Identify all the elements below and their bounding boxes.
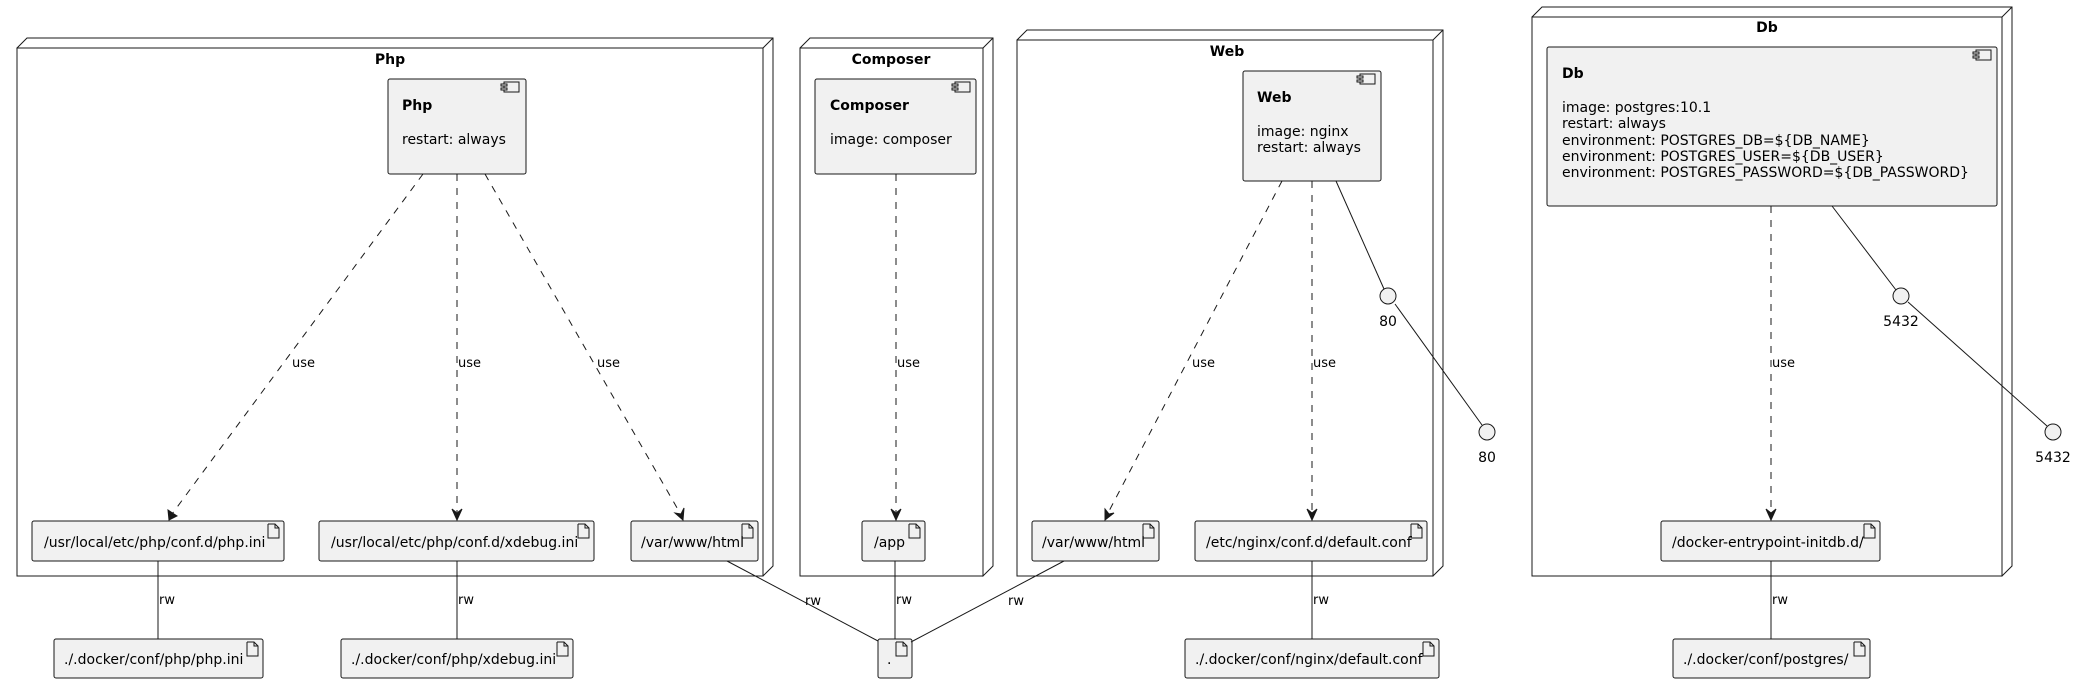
component-db-line-2: restart: always xyxy=(1562,116,1666,132)
component-composer: Composer image: composer xyxy=(814,78,977,175)
component-db-name: Db xyxy=(1562,66,1584,82)
edge-php-to-xdebug-ini: use xyxy=(451,174,481,522)
port-db-inner: 5432 xyxy=(1831,205,1919,330)
node-composer-title: Composer xyxy=(852,52,931,68)
edge-label-rw: rw xyxy=(1313,593,1329,608)
host-postgres-label: ./.docker/conf/postgres/ xyxy=(1683,652,1849,668)
edge-db-to-initdb: use xyxy=(1765,206,1795,522)
component-db: Db image: postgres:10.1 restart: always … xyxy=(1546,46,1998,207)
host-xdebug-ini: ./.docker/conf/php/xdebug.ini xyxy=(340,638,574,679)
host-php-ini: ./.docker/conf/php/php.ini xyxy=(53,638,264,679)
host-php-ini-label: ./.docker/conf/php/php.ini xyxy=(64,652,243,668)
component-web-line-2: restart: always xyxy=(1257,140,1361,156)
port-db-outer-label: 5432 xyxy=(2035,450,2071,466)
component-db-line-3: environment: POSTGRES_DB=${DB_NAME} xyxy=(1562,133,1870,149)
edge-web-html-rw: rw xyxy=(910,560,1065,643)
port-web-inner-label: 80 xyxy=(1379,314,1397,330)
node-web-title: Web xyxy=(1210,44,1244,60)
edge-label-rw: rw xyxy=(458,593,474,608)
edge-xdebug-ini-rw: rw xyxy=(456,561,474,639)
volume-app: /app xyxy=(861,520,926,562)
volume-php-ini-label: /usr/local/etc/php/conf.d/php.ini xyxy=(44,535,265,551)
edge-php-html-rw: rw xyxy=(726,560,879,642)
volume-initdb: /docker-entrypoint-initdb.d/ xyxy=(1660,520,1881,562)
port-web-outer: 80 xyxy=(1394,303,1496,466)
volume-nginx-conf-label: /etc/nginx/conf.d/default.conf xyxy=(1206,535,1413,551)
component-db-line-5: environment: POSTGRES_PASSWORD=${DB_PASS… xyxy=(1562,165,1969,181)
volume-initdb-label: /docker-entrypoint-initdb.d/ xyxy=(1672,535,1864,551)
volume-web-html-label: /var/www/html xyxy=(1042,535,1145,551)
edge-label-rw: rw xyxy=(1772,593,1788,608)
component-php: Php restart: always xyxy=(387,78,527,175)
edge-label-use: use xyxy=(897,356,920,371)
edge-label-use: use xyxy=(1192,356,1215,371)
edge-label-use: use xyxy=(597,356,620,371)
host-postgres: ./.docker/conf/postgres/ xyxy=(1672,638,1871,679)
host-root-label: . xyxy=(887,652,891,668)
volume-nginx-conf: /etc/nginx/conf.d/default.conf xyxy=(1194,520,1428,562)
port-web-outer-label: 80 xyxy=(1478,450,1496,466)
node-db-title: Db xyxy=(1756,20,1778,36)
host-nginx-conf: ./.docker/conf/nginx/default.conf xyxy=(1184,638,1440,679)
volume-php-ini: /usr/local/etc/php/conf.d/php.ini xyxy=(31,520,285,562)
volume-app-label: /app xyxy=(874,535,905,551)
edge-web-to-nginx-conf: use xyxy=(1306,181,1336,522)
port-db-inner-label: 5432 xyxy=(1883,314,1919,330)
port-web-inner: 80 xyxy=(1335,180,1397,330)
volume-php-html-label: /var/www/html xyxy=(641,535,744,551)
edge-label-rw: rw xyxy=(1008,594,1024,609)
component-web: Web image: nginx restart: always xyxy=(1242,70,1382,182)
edge-label-rw: rw xyxy=(896,593,912,608)
edge-web-to-var-www-html: use xyxy=(1104,180,1283,522)
component-composer-name: Composer xyxy=(830,98,909,114)
component-db-line-1: image: postgres:10.1 xyxy=(1562,100,1711,116)
host-xdebug-ini-label: ./.docker/conf/php/xdebug.ini xyxy=(351,652,556,668)
edge-initdb-rw: rw xyxy=(1770,561,1788,639)
host-nginx-conf-label: ./.docker/conf/nginx/default.conf xyxy=(1195,652,1424,668)
edge-label-use: use xyxy=(292,356,315,371)
node-php-title: Php xyxy=(375,52,405,68)
component-web-line-1: image: nginx xyxy=(1257,124,1349,140)
component-php-line: restart: always xyxy=(402,132,506,148)
edge-label-rw: rw xyxy=(805,594,821,609)
edge-label-use: use xyxy=(1772,356,1795,371)
edge-app-rw: rw xyxy=(894,561,912,639)
volume-web-html: /var/www/html xyxy=(1031,520,1160,562)
component-web-name: Web xyxy=(1257,90,1291,106)
edge-php-to-var-www-html: use xyxy=(484,173,685,522)
volume-xdebug-ini-label: /usr/local/etc/php/conf.d/xdebug.ini xyxy=(331,535,578,551)
edge-php-to-php-ini: use xyxy=(167,173,424,521)
host-root: . xyxy=(877,638,913,679)
edge-nginx-conf-rw: rw xyxy=(1311,561,1329,639)
volume-php-html: /var/www/html xyxy=(630,520,759,562)
edge-label-use: use xyxy=(1313,356,1336,371)
component-db-line-4: environment: POSTGRES_USER=${DB_USER} xyxy=(1562,149,1884,165)
volume-xdebug-ini: /usr/local/etc/php/conf.d/xdebug.ini xyxy=(318,520,595,562)
component-php-name: Php xyxy=(402,98,432,114)
node-php: Php xyxy=(16,37,774,577)
edge-label-rw: rw xyxy=(159,593,175,608)
edge-composer-to-app: use xyxy=(890,174,920,522)
port-db-outer: 5432 xyxy=(1907,301,2071,466)
edge-php-ini-rw: rw xyxy=(157,561,175,639)
component-composer-line: image: composer xyxy=(830,132,952,148)
edge-label-use: use xyxy=(458,356,481,371)
